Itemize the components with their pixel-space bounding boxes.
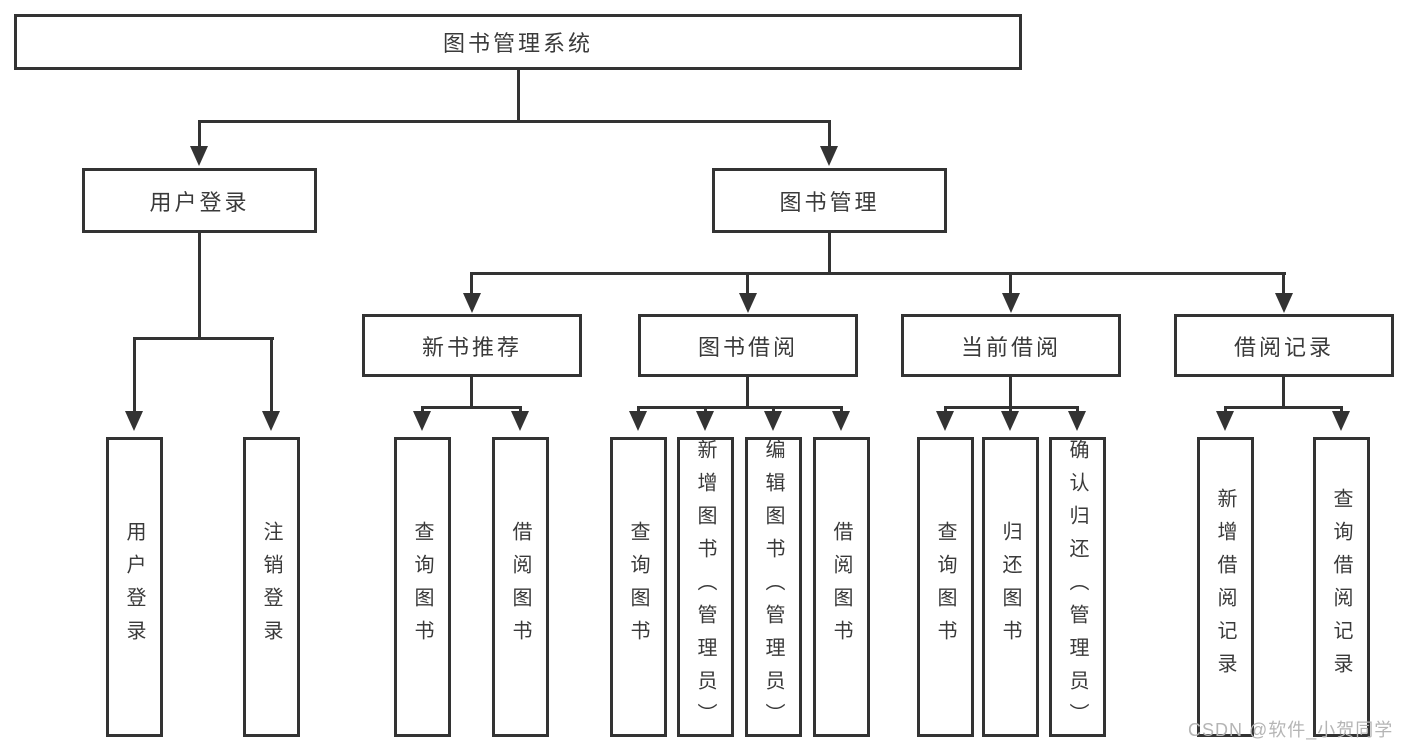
arrow-down-icon	[1332, 411, 1350, 431]
node-user-login-action: 用户登录	[106, 437, 163, 737]
connector-line	[133, 339, 136, 413]
node-label: 图书管理	[779, 189, 880, 215]
node-label: 归还图书	[999, 521, 1021, 653]
node-label: 查询图书	[627, 521, 649, 653]
arrow-down-icon	[764, 411, 782, 431]
node-add-book-admin: 新增图书（管理员）	[677, 437, 734, 737]
connector-line	[517, 69, 520, 122]
connector-line	[1009, 274, 1012, 294]
connector-line	[944, 406, 1079, 409]
node-label: 借阅图书	[509, 521, 531, 653]
connector-line	[198, 233, 201, 339]
arrow-down-icon	[1275, 293, 1293, 313]
connector-line	[133, 337, 274, 340]
connector-line	[637, 406, 843, 409]
connector-line	[198, 120, 201, 148]
connector-line	[1076, 408, 1079, 413]
node-label: 查询借阅记录	[1330, 488, 1352, 686]
arrow-down-icon	[190, 146, 208, 166]
node-label: 查询图书	[934, 521, 956, 653]
node-query-books-current: 查询图书	[917, 437, 974, 737]
arrow-down-icon	[832, 411, 850, 431]
connector-line	[421, 408, 424, 413]
node-label: 注销登录	[260, 521, 282, 653]
node-query-books-borrowing: 查询图书	[610, 437, 667, 737]
node-query-borrow-record: 查询借阅记录	[1313, 437, 1370, 737]
connector-line	[519, 408, 522, 413]
node-label: 用户登录	[149, 189, 250, 215]
arrow-down-icon	[1002, 293, 1020, 313]
connector-line	[270, 339, 273, 413]
node-book-management: 图书管理	[712, 168, 947, 233]
arrow-down-icon	[820, 146, 838, 166]
connector-line	[1224, 406, 1343, 409]
node-label: 借阅记录	[1233, 334, 1334, 360]
arrow-down-icon	[1068, 411, 1086, 431]
connector-line	[840, 408, 843, 413]
arrow-down-icon	[262, 411, 280, 431]
connector-line	[746, 377, 749, 408]
connector-line	[1282, 377, 1285, 408]
connector-line	[944, 408, 947, 413]
arrow-down-icon	[463, 293, 481, 313]
node-user-login: 用户登录	[82, 168, 317, 233]
node-label: 借阅图书	[830, 521, 852, 653]
connector-line	[470, 377, 473, 408]
node-library-management-system: 图书管理系统	[14, 14, 1022, 70]
node-label: 当前借阅	[960, 334, 1061, 360]
arrow-down-icon	[696, 411, 714, 431]
connector-line	[704, 408, 707, 413]
node-borrow-books: 借阅图书	[813, 437, 870, 737]
node-borrow-books-recommend: 借阅图书	[492, 437, 549, 737]
node-label: 新增图书（管理员）	[694, 438, 716, 736]
node-borrowing-records: 借阅记录	[1174, 314, 1394, 377]
node-add-borrow-record: 新增借阅记录	[1197, 437, 1254, 737]
connector-line	[1009, 408, 1012, 413]
connector-line	[746, 274, 749, 294]
arrow-down-icon	[629, 411, 647, 431]
node-book-borrowing: 图书借阅	[638, 314, 858, 377]
arrow-down-icon	[739, 293, 757, 313]
arrow-down-icon	[1001, 411, 1019, 431]
node-label: 用户登录	[123, 521, 145, 653]
node-confirm-return-admin: 确认归还（管理员）	[1049, 437, 1106, 737]
connector-line	[828, 120, 831, 148]
node-label: 编辑图书（管理员）	[762, 438, 784, 736]
arrow-down-icon	[1216, 411, 1234, 431]
node-label: 查询图书	[411, 521, 433, 653]
arrow-down-icon	[511, 411, 529, 431]
connector-line	[198, 120, 831, 123]
connector-line	[828, 233, 831, 274]
node-label: 图书借阅	[697, 334, 798, 360]
node-logout: 注销登录	[243, 437, 300, 737]
arrow-down-icon	[125, 411, 143, 431]
watermark-text: CSDN @软件_小贺同学	[1188, 720, 1394, 740]
node-edit-book-admin: 编辑图书（管理员）	[745, 437, 802, 737]
connector-line	[1282, 274, 1285, 294]
connector-line	[1224, 408, 1227, 413]
node-label: 确认归还（管理员）	[1066, 438, 1088, 736]
connector-line	[470, 274, 473, 294]
node-label: 新书推荐	[421, 334, 522, 360]
arrow-down-icon	[413, 411, 431, 431]
node-new-book-recommendation: 新书推荐	[362, 314, 582, 377]
arrow-down-icon	[936, 411, 954, 431]
node-label: 图书管理系统	[442, 31, 593, 56]
node-current-borrowing: 当前借阅	[901, 314, 1121, 377]
node-query-books-recommend: 查询图书	[394, 437, 451, 737]
connector-line	[772, 408, 775, 413]
connector-line	[470, 272, 1286, 275]
connector-line	[1340, 408, 1343, 413]
connector-line	[637, 408, 640, 413]
node-return-book: 归还图书	[982, 437, 1039, 737]
connector-line	[421, 406, 522, 409]
node-label: 新增借阅记录	[1214, 488, 1236, 686]
connector-line	[1009, 377, 1012, 408]
